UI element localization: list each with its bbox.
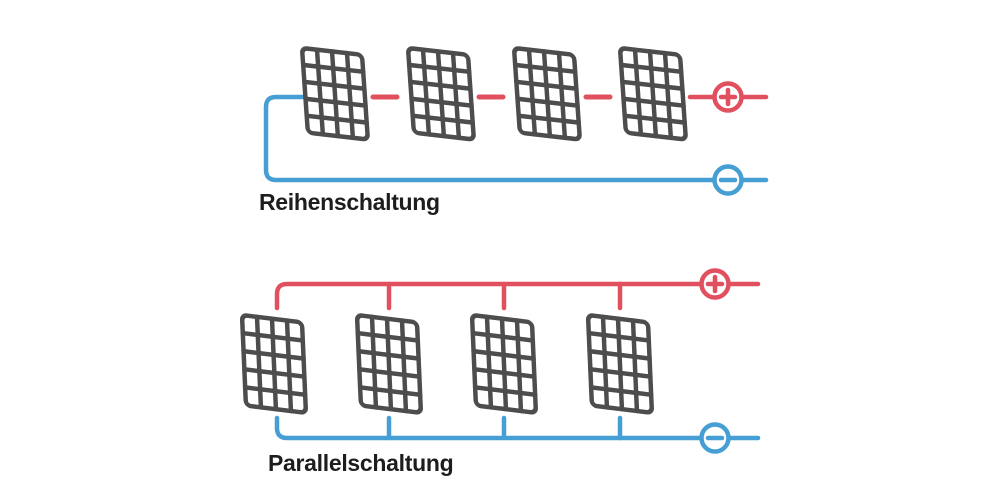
panel-grid-line <box>587 348 652 361</box>
panel-grid-line <box>541 49 553 139</box>
panel-grid-line <box>632 47 644 137</box>
panel-grid-line <box>254 314 264 410</box>
panel-grid-line <box>304 113 369 125</box>
panel-grid-line <box>471 348 536 361</box>
panel-grid-line <box>269 316 279 412</box>
panel-grid-line <box>420 47 432 137</box>
series-panel-row <box>300 46 688 142</box>
solar-panel <box>512 46 582 142</box>
panel-grid-line <box>242 367 307 379</box>
panel-grid-line <box>435 49 447 139</box>
parallel-diagram <box>239 268 761 454</box>
parallel-diagram-label: Parallelschaltung <box>268 450 454 476</box>
panel-grid-line <box>621 96 686 108</box>
panel-grid-line <box>344 50 356 141</box>
series-diagram-label: Reihenschaltung <box>259 189 440 215</box>
panel-grid-line <box>556 50 568 141</box>
panel-grid-line <box>314 47 326 137</box>
panel-grid-line <box>406 62 472 75</box>
panel-grid-line <box>242 385 308 398</box>
series-negative-terminal <box>712 164 744 196</box>
solar-panel <box>354 313 423 415</box>
panel-grid-line <box>514 79 579 91</box>
panel-grid-line <box>241 348 306 361</box>
panel-grid-line <box>408 79 473 91</box>
solar-panel <box>239 313 308 415</box>
panel-grid-line <box>499 316 509 412</box>
panel-grid-line <box>515 96 580 108</box>
panel-grid-line <box>618 62 684 75</box>
panel-grid-line <box>516 113 581 125</box>
solar-panel <box>406 46 476 142</box>
series-diagram <box>263 46 769 196</box>
panel-grid-line <box>526 47 538 137</box>
panel-grid-line <box>300 62 366 75</box>
panel-grid-line <box>409 96 474 108</box>
series-negative-wire <box>263 94 717 183</box>
panel-grid-line <box>470 330 536 343</box>
panel-grid-line <box>357 385 423 398</box>
panel-grid-line <box>586 330 652 343</box>
panel-grid-line <box>662 50 674 141</box>
panel-grid-line <box>329 49 341 139</box>
panel-grid-line <box>303 96 368 108</box>
panel-grid-line <box>512 62 578 75</box>
panel-grid-line <box>472 367 537 379</box>
parallel-positive-bus <box>274 281 704 311</box>
panel-grid-line <box>302 79 367 91</box>
parallel-negative-bus <box>274 415 704 441</box>
panel-grid-line <box>588 367 653 379</box>
panel-grid-line <box>600 314 610 410</box>
solar-panel <box>469 313 538 415</box>
panel-grid-line <box>284 318 294 414</box>
panel-grid-line <box>622 113 687 125</box>
panel-grid-line <box>355 330 421 343</box>
solar-panel <box>618 46 688 142</box>
panel-grid-line <box>647 49 659 139</box>
panel-grid-line <box>369 314 379 410</box>
solar-panel <box>300 46 370 142</box>
panel-grid-line <box>620 79 685 91</box>
parallel-negative-terminal <box>699 422 731 454</box>
panel-grid-line <box>410 113 475 125</box>
series-positive-terminal <box>712 81 744 113</box>
panel-grid-line <box>384 316 394 412</box>
solar-panel <box>585 313 654 415</box>
panel-grid-line <box>356 348 421 361</box>
panel-grid-line <box>630 318 640 414</box>
panel-grid-line <box>472 385 538 398</box>
panel-grid-line <box>588 385 654 398</box>
panel-grid-line <box>615 316 625 412</box>
parallel-panel-row <box>239 313 654 415</box>
panel-grid-line <box>357 367 422 379</box>
panel-grid-line <box>514 318 524 414</box>
parallel-positive-terminal <box>699 268 731 300</box>
panel-grid-line <box>450 50 462 141</box>
panel-grid-line <box>399 318 409 414</box>
panel-grid-line <box>484 314 494 410</box>
panel-grid-line <box>240 330 306 343</box>
